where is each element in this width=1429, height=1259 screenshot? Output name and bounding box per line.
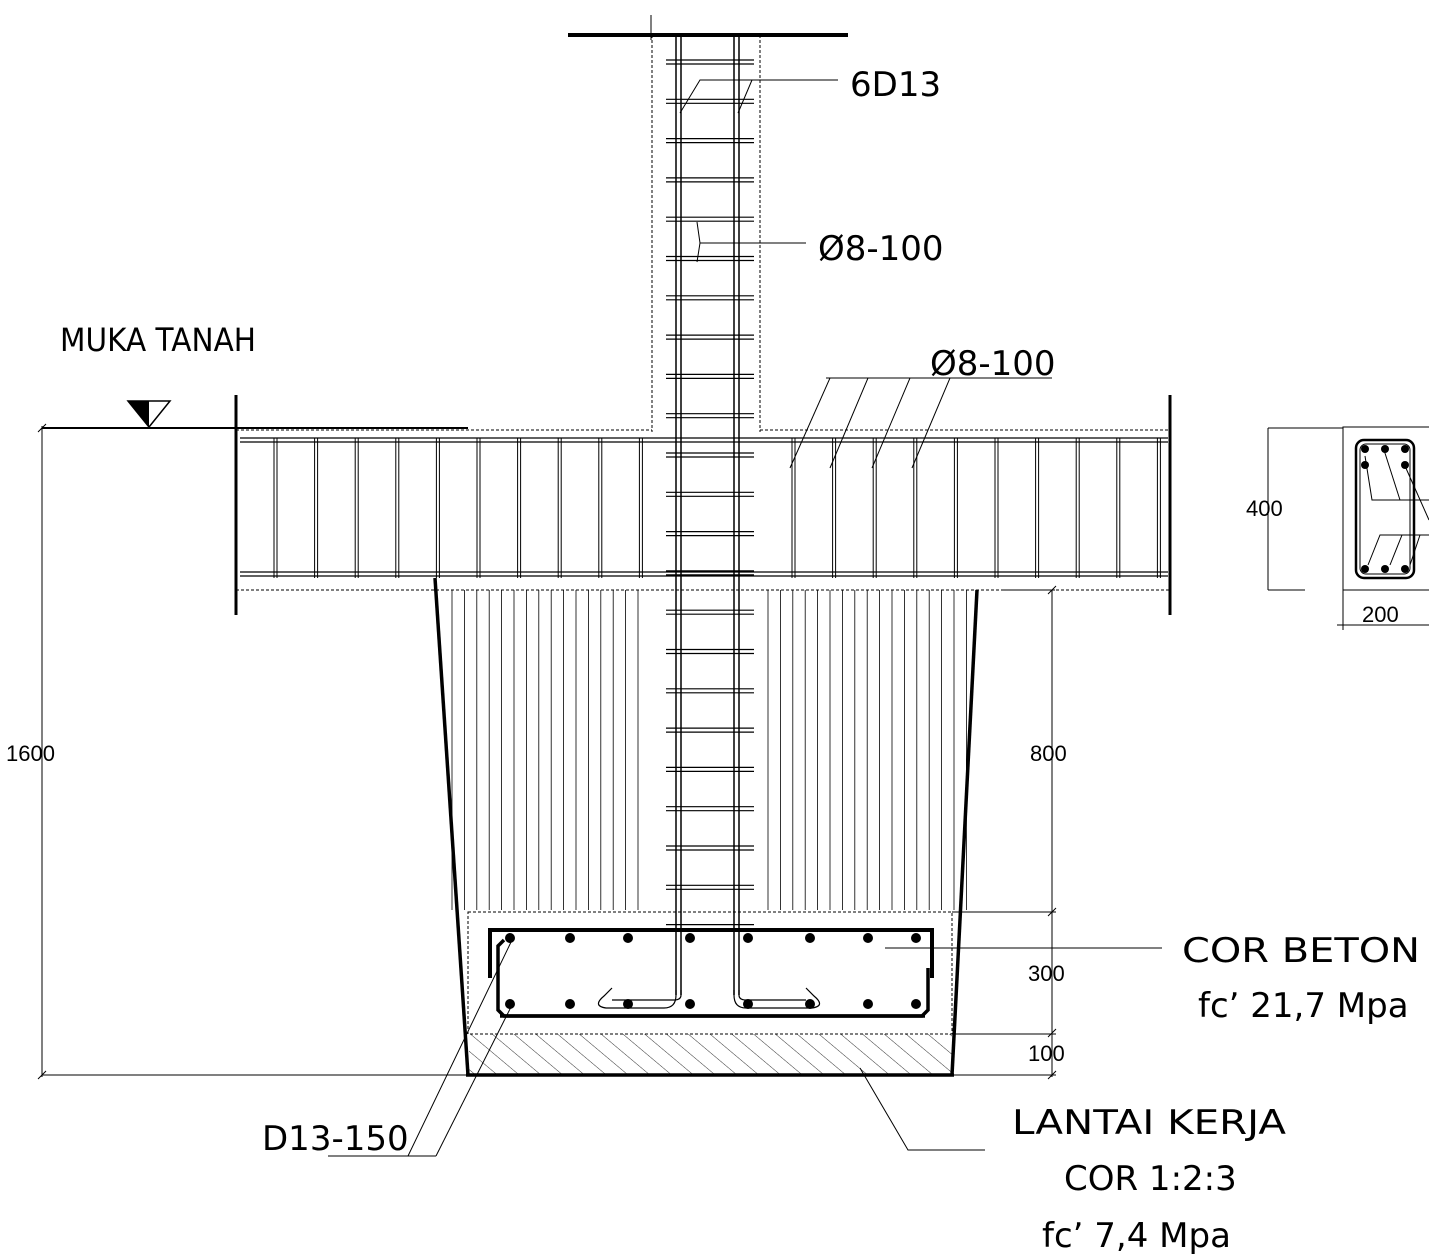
lean-concrete-hatch <box>469 1034 952 1075</box>
label-concrete-spec-line1: COR BETON <box>1182 931 1420 971</box>
dim-pedestal-height: 800 <box>1030 741 1067 766</box>
pedestal-outline <box>433 577 1055 1076</box>
beam-section-detail <box>1267 426 1429 630</box>
label-column-stirrup: Ø8-100 <box>818 229 944 269</box>
tie-beam-outline <box>236 429 1170 591</box>
dimension-lines <box>37 423 1057 1080</box>
column-vertical-bars <box>675 35 740 995</box>
label-footing-bars: D13-150 <box>262 1119 409 1159</box>
footing-rebar <box>488 928 934 1018</box>
label-ground-level: MUKA TANAH <box>60 321 256 359</box>
label-top-bars: 6D13 <box>850 65 941 105</box>
beam-section-bars <box>1361 445 1409 573</box>
label-lean-concrete-line3: fc’ 7,4 Mpa <box>1042 1216 1231 1256</box>
beam-longitudinal-bars <box>240 437 1168 577</box>
dim-beam-width: 200 <box>1362 602 1399 627</box>
leader-lines <box>328 79 1162 1157</box>
dim-lean-thickness: 100 <box>1028 1041 1065 1066</box>
label-lean-concrete-line2: COR 1:2:3 <box>1064 1159 1237 1199</box>
ground-level-marker-icon <box>126 400 172 429</box>
dim-beam-height: 400 <box>1246 496 1283 521</box>
beam-stirrups <box>273 438 1161 578</box>
dim-total-depth: 1600 <box>6 741 55 766</box>
label-beam-stirrup: Ø8-100 <box>930 344 1056 384</box>
column-stirrups <box>666 59 754 930</box>
column-outline <box>651 35 761 432</box>
footing-bar-sections <box>505 933 921 1009</box>
pedestal-infill-hatch <box>451 590 967 910</box>
label-lean-concrete-line1: LANTAI KERJA <box>1012 1103 1286 1143</box>
label-concrete-spec-line2: fc’ 21,7 Mpa <box>1198 986 1409 1026</box>
dim-footing-thickness: 300 <box>1028 961 1065 986</box>
